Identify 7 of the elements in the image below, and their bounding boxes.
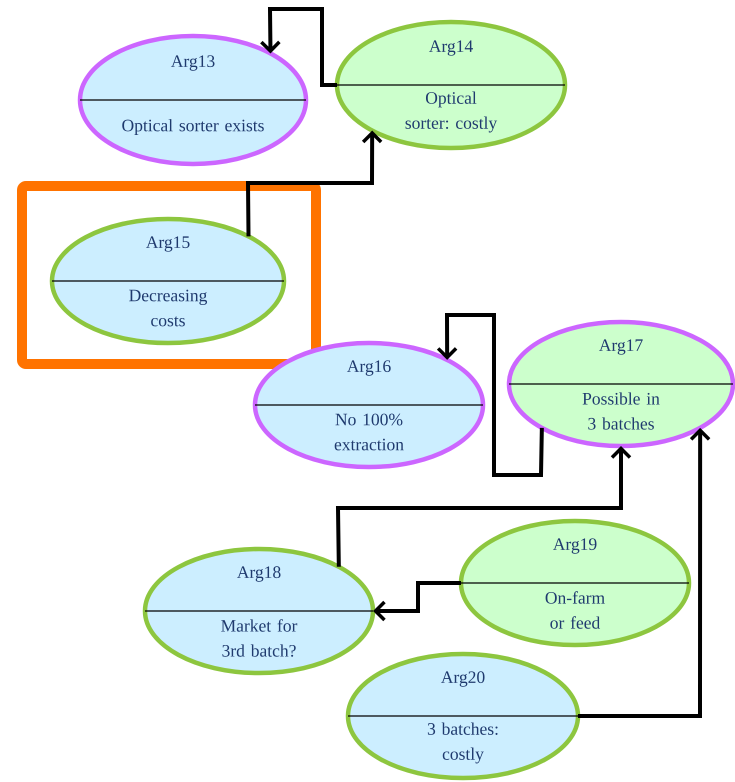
arrow bbox=[246, 130, 382, 236]
arrow bbox=[260, 7, 337, 87]
arrow bbox=[436, 313, 544, 477]
arrow bbox=[336, 446, 632, 567]
arrow bbox=[578, 428, 710, 718]
highlight-frame bbox=[17, 181, 321, 369]
arrow bbox=[373, 581, 461, 622]
